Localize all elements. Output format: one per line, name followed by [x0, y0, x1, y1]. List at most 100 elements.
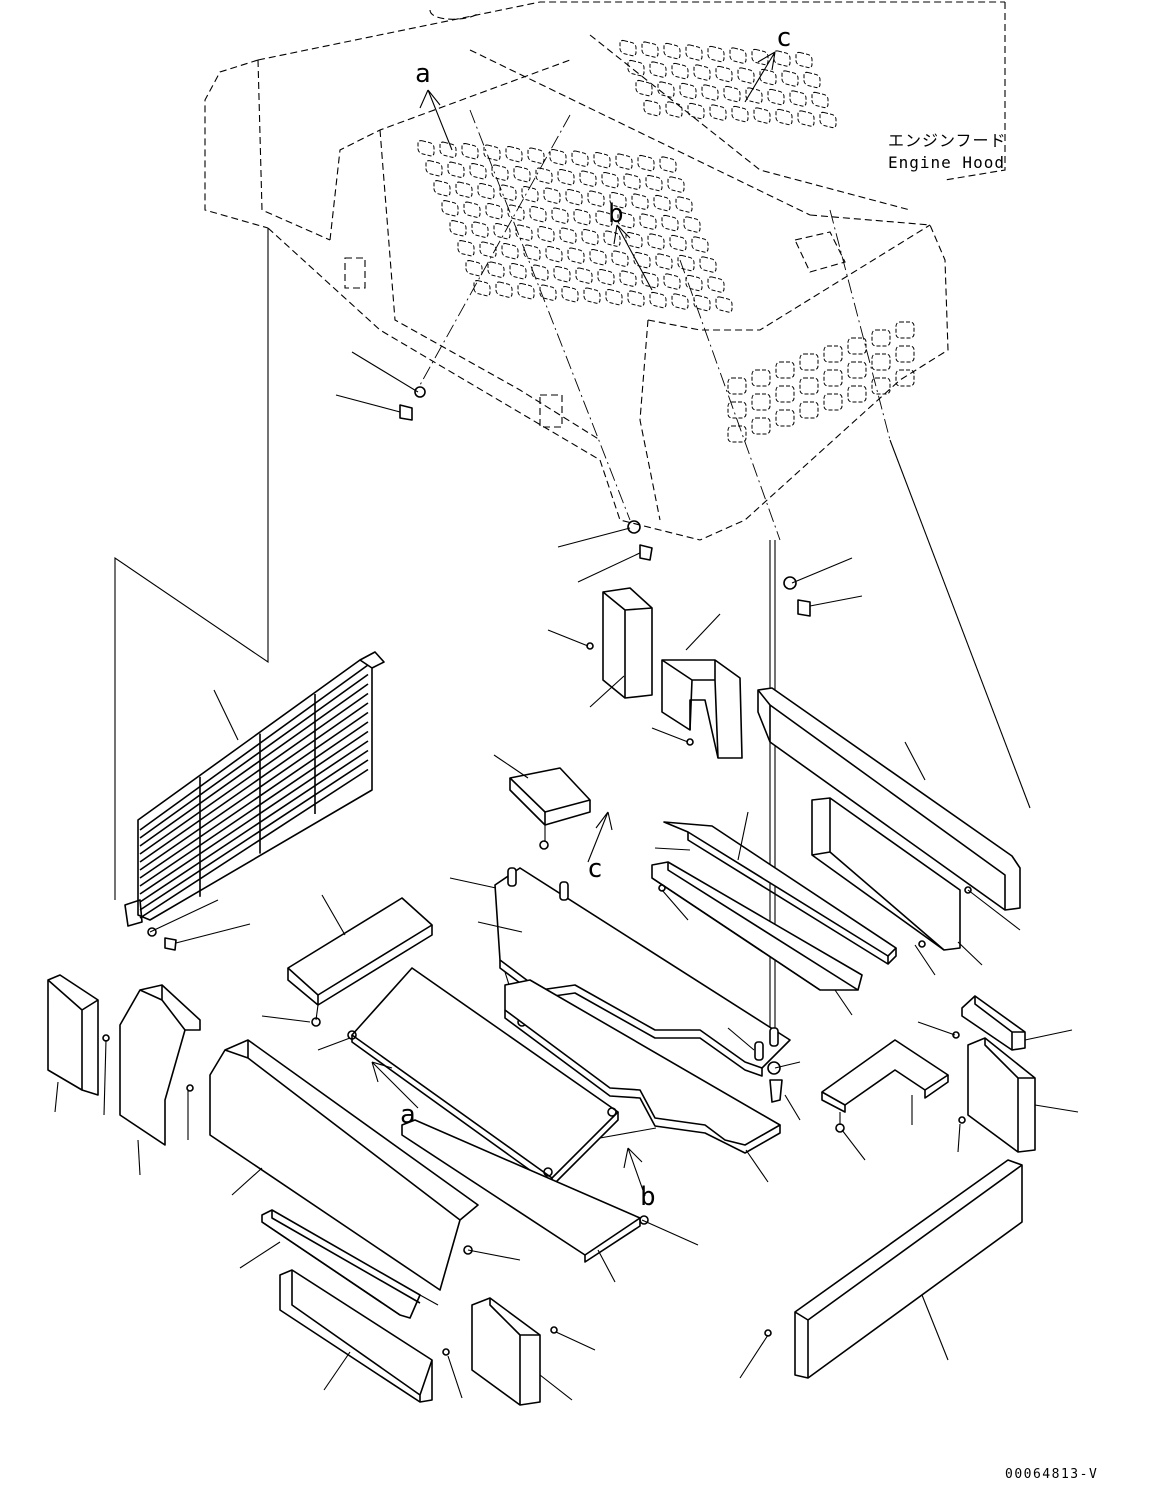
grille-hole	[653, 194, 671, 212]
side-grille-hole	[799, 353, 819, 371]
grille-hole	[619, 270, 637, 287]
grille-hole	[637, 154, 655, 172]
grille-hole	[687, 102, 705, 120]
grille-hole	[693, 294, 711, 312]
side-grille-hole	[823, 393, 843, 411]
grille-hole	[447, 161, 465, 178]
side-grille-hole	[823, 345, 843, 363]
side-grille-hole	[751, 393, 771, 411]
grille-hole	[575, 267, 593, 284]
side-grille-hole	[775, 409, 795, 427]
grille-hole	[499, 184, 517, 201]
grille-hole	[545, 245, 563, 263]
right-small-parts	[821, 995, 1079, 1161]
grille-hole	[441, 200, 459, 217]
grille-hole	[775, 108, 793, 126]
left-large-cover	[209, 1039, 521, 1291]
grille-hole	[605, 288, 623, 306]
grille-hole	[797, 110, 815, 127]
side-grille-hole	[751, 417, 771, 435]
grille-hole	[659, 156, 677, 173]
grille-hole	[641, 271, 659, 289]
side-grille-hole	[847, 361, 867, 379]
side-grille-hole	[727, 425, 747, 443]
hood-latch-left	[344, 257, 366, 289]
side-grille-hole	[727, 377, 747, 395]
louver-slat	[139, 721, 369, 879]
engine-hood	[204, 1, 1006, 541]
louver-slat	[139, 664, 369, 831]
louver-slat	[139, 711, 369, 871]
hood-latch-center	[539, 394, 563, 428]
grille-hole	[751, 48, 769, 66]
side-grille-hole	[847, 337, 867, 355]
grille-hole	[433, 180, 451, 197]
grille-hole	[693, 64, 711, 81]
grille-hole	[455, 181, 473, 198]
hood-top-grille-c	[619, 39, 837, 129]
grille-hole	[561, 285, 579, 303]
grille-hole	[531, 264, 549, 281]
ref-label-b-top: b	[608, 199, 624, 229]
grille-hole	[457, 240, 475, 257]
louver-slat	[139, 768, 369, 919]
grille-hole	[661, 214, 679, 232]
grille-hole	[449, 220, 467, 237]
grille-hole	[707, 276, 725, 293]
side-grille-hole	[823, 369, 843, 387]
grille-hole	[669, 234, 687, 252]
grille-hole	[617, 211, 635, 229]
grille-hole	[565, 188, 583, 206]
grille-hole	[753, 107, 771, 124]
side-grille-hole	[895, 369, 915, 387]
louver-slat	[139, 759, 369, 911]
bottom-long-rail	[504, 979, 781, 1183]
grille-hole	[655, 253, 673, 270]
grille-hole	[535, 167, 553, 184]
grille-hole	[691, 236, 709, 253]
louver-slat	[139, 692, 369, 855]
alignment-lines	[114, 109, 1031, 1045]
grille-hole	[677, 254, 695, 272]
grille-hole	[663, 42, 681, 60]
stud-2	[559, 881, 569, 901]
grille-hole	[647, 233, 665, 250]
stud-3	[769, 1027, 779, 1047]
grille-hole	[473, 280, 491, 297]
grille-hole	[469, 163, 487, 180]
grille-hole	[463, 201, 481, 218]
grille-hole	[671, 293, 689, 310]
grille-hole	[543, 187, 561, 204]
hood-label-jp: エンジンフード	[888, 131, 1007, 150]
ref-label-b-bottom: b	[640, 1182, 656, 1212]
side-grille-hole	[799, 401, 819, 419]
grille-hole	[641, 41, 659, 58]
hood-label-en: Engine Hood	[888, 153, 1005, 172]
grille-hole	[631, 193, 649, 210]
grille-hole	[601, 171, 619, 189]
grille-hole	[619, 39, 637, 57]
grille-hole	[549, 148, 567, 166]
grille-hole	[505, 146, 523, 163]
grille-hole	[587, 190, 605, 207]
grille-hole	[487, 261, 505, 278]
grille-hole	[789, 90, 807, 107]
grille-hole	[479, 241, 497, 258]
grille-hole	[625, 231, 643, 249]
louver-slat	[139, 683, 369, 847]
side-grille-hole	[871, 329, 891, 347]
grille-hole	[521, 186, 539, 203]
grille-hole	[795, 51, 813, 69]
grille-hole	[759, 68, 777, 86]
reference-arrows	[371, 51, 776, 1197]
stud-4	[754, 1041, 764, 1061]
grille-hole	[701, 84, 719, 101]
grille-hole	[683, 216, 701, 233]
grille-hole	[439, 141, 457, 158]
grille-hole	[709, 104, 727, 121]
grille-hole	[679, 82, 697, 100]
side-grille-hole	[799, 377, 819, 395]
ref-label-a-top: a	[415, 59, 431, 89]
louver-slat	[139, 702, 369, 863]
side-grille-hole	[871, 377, 891, 395]
